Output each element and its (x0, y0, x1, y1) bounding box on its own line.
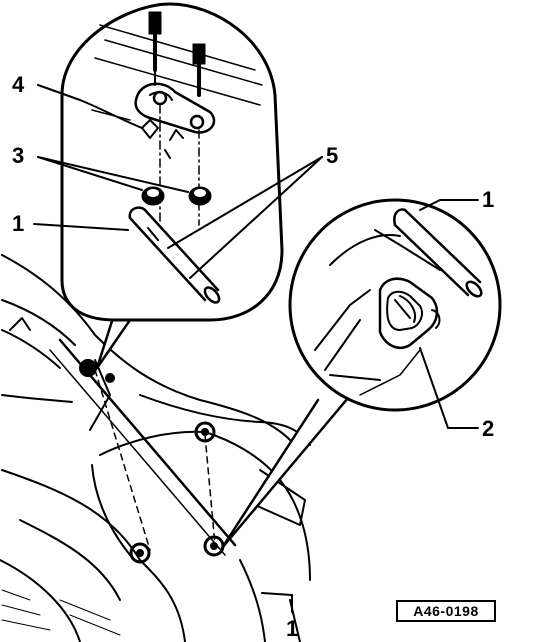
callout-5: 5 (326, 143, 338, 168)
callout-2: 2 (482, 416, 494, 441)
reference-code-label: A46-0198 (396, 600, 496, 622)
callout-1-left: 1 (12, 211, 24, 236)
detail-view-top (60, 2, 284, 370)
callout-1-right: 1 (482, 187, 494, 212)
callout-1-bottom: 1 (286, 616, 298, 641)
callout-3: 3 (12, 143, 24, 168)
leader-lines (33, 84, 479, 613)
detail-view-right (220, 198, 502, 550)
callout-labels: 4 3 1 5 1 2 1 (12, 72, 494, 641)
main-assembly (0, 254, 311, 642)
callout-4: 4 (12, 72, 25, 97)
